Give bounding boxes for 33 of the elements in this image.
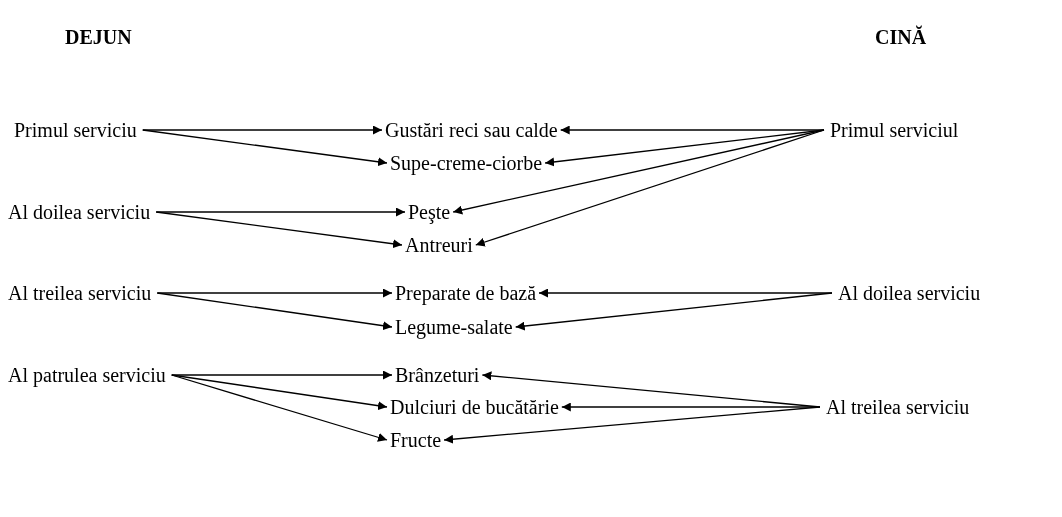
menu-item-text: Al patrulea serviciu: [8, 363, 166, 387]
column-heading: CINĂ: [875, 24, 927, 50]
arrow: [443, 406, 821, 444]
arrow: [171, 374, 388, 411]
menu-item-text: Gustări reci sau calde: [385, 118, 558, 142]
arrow: [560, 125, 825, 135]
menu-item-text: Al doilea serviciu: [8, 200, 151, 224]
menu-item-text: Preparate de bază: [395, 281, 536, 305]
arrow: [171, 370, 393, 380]
menu-item-text: Primul serviciu: [14, 118, 137, 142]
arrow: [475, 129, 825, 247]
arrow: [155, 211, 403, 249]
menu-item-text: Legume-salate: [395, 315, 513, 339]
menu-item-text: Al doilea serviciu: [838, 281, 981, 305]
arrow: [142, 129, 388, 167]
arrow: [561, 402, 821, 412]
menu-item-text: Antreuri: [405, 233, 473, 257]
menu-item-text: Brânzeturi: [395, 363, 480, 387]
arrow: [156, 292, 393, 331]
menu-item-text: Fructe: [390, 428, 442, 452]
menu-item-text: Supe-creme-ciorbe: [390, 151, 543, 175]
menu-item-text: Al treilea serviciu: [8, 281, 152, 305]
arrow: [142, 125, 383, 135]
column-heading: DEJUN: [65, 25, 132, 50]
menu-item-text: Al treilea serviciu: [826, 395, 970, 419]
arrow: [155, 207, 406, 217]
arrow: [515, 292, 833, 331]
arrow: [538, 288, 833, 298]
arrow: [156, 288, 393, 298]
menu-item-text: Dulciuri de bucătărie: [390, 395, 559, 419]
arrow: [171, 374, 388, 442]
menu-item-text: Peşte: [408, 200, 451, 224]
menu-item-text: Primul serviciul: [830, 118, 959, 142]
